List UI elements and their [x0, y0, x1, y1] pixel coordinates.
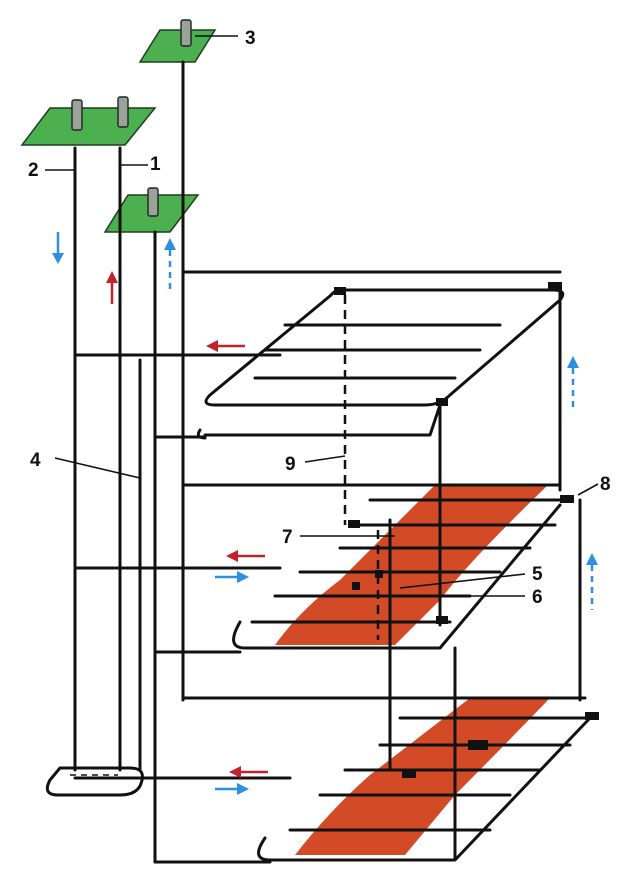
- right-return-pipes: [388, 288, 582, 860]
- connector-pad-3: [138, 19, 238, 63]
- middle-plate: [73, 483, 574, 654]
- label-5: 5: [532, 564, 543, 585]
- label-4: 4: [30, 450, 41, 471]
- leader-lines: [54, 455, 599, 597]
- label-7: 7: [282, 527, 293, 548]
- label-1: 1: [150, 154, 161, 175]
- label-8: 8: [600, 474, 611, 495]
- label-3: 3: [245, 28, 256, 49]
- upper-plate: [73, 270, 565, 440]
- connector-pad-lower: [103, 187, 200, 233]
- blue-dashed-arrow-up-icon: [586, 553, 598, 610]
- lower-plate: [73, 696, 599, 864]
- blue-dashed-arrow-up-icon: [567, 356, 579, 410]
- label-2: 2: [28, 160, 39, 181]
- label-6: 6: [532, 587, 543, 608]
- red-arrow-left-icon: [226, 550, 265, 562]
- red-arrow-left-icon: [206, 340, 245, 352]
- blue-dashed-arrow-up-icon: [164, 238, 176, 292]
- label-9: 9: [285, 454, 296, 475]
- red-arrow-up-icon: [106, 271, 118, 304]
- bottom-bend: [45, 766, 144, 797]
- connector-pad-1-2: [20, 96, 157, 146]
- blue-arrow-down-icon: [52, 232, 64, 264]
- blue-arrow-right-icon: [215, 571, 249, 583]
- flow-arrows: [52, 232, 598, 795]
- vertical-pipes: [45, 60, 185, 864]
- red-arrow-left-icon: [229, 766, 268, 778]
- blue-arrow-right-icon: [215, 783, 249, 795]
